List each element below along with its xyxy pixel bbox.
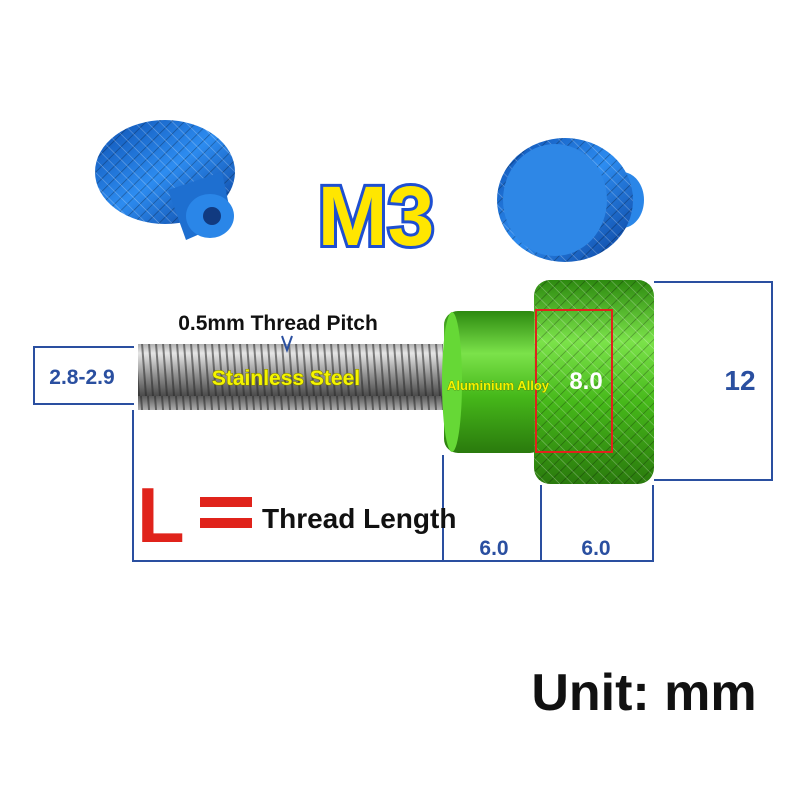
screw-thread (138, 344, 443, 410)
head-outer-diameter-label: 12 (724, 365, 755, 396)
length-legend-text: Thread Length (262, 503, 456, 534)
blue-knob-front-photo (95, 120, 235, 240)
thread-diameter-label: 2.8-2.9 (49, 366, 114, 389)
product-title: M3 (318, 169, 435, 263)
knob-material-label: Aluminium Alloy (447, 378, 550, 393)
length-symbol: L (137, 471, 185, 559)
thread-pitch-pointer (281, 335, 293, 353)
head-outer-diameter-dimension: 12 (654, 281, 773, 481)
equals-sign (200, 497, 252, 528)
head-inner-diameter-label: 8.0 (569, 368, 602, 395)
head-length-label: 6.0 (581, 537, 610, 560)
length-dimension (132, 410, 654, 562)
thread-pitch-label: 0.5mm Thread Pitch (178, 312, 378, 335)
thread-diameter-dimension: 2.8-2.9 (33, 346, 134, 405)
shoulder-length-label: 6.0 (479, 537, 508, 560)
blue-knob-back-photo (497, 138, 644, 262)
green-shoulder (442, 311, 544, 453)
unit-label: Unit: mm (531, 664, 756, 722)
inner-diameter-marker (535, 309, 613, 453)
green-knurled-head (534, 280, 654, 484)
screw-material-label: Stainless Steel (212, 367, 360, 390)
